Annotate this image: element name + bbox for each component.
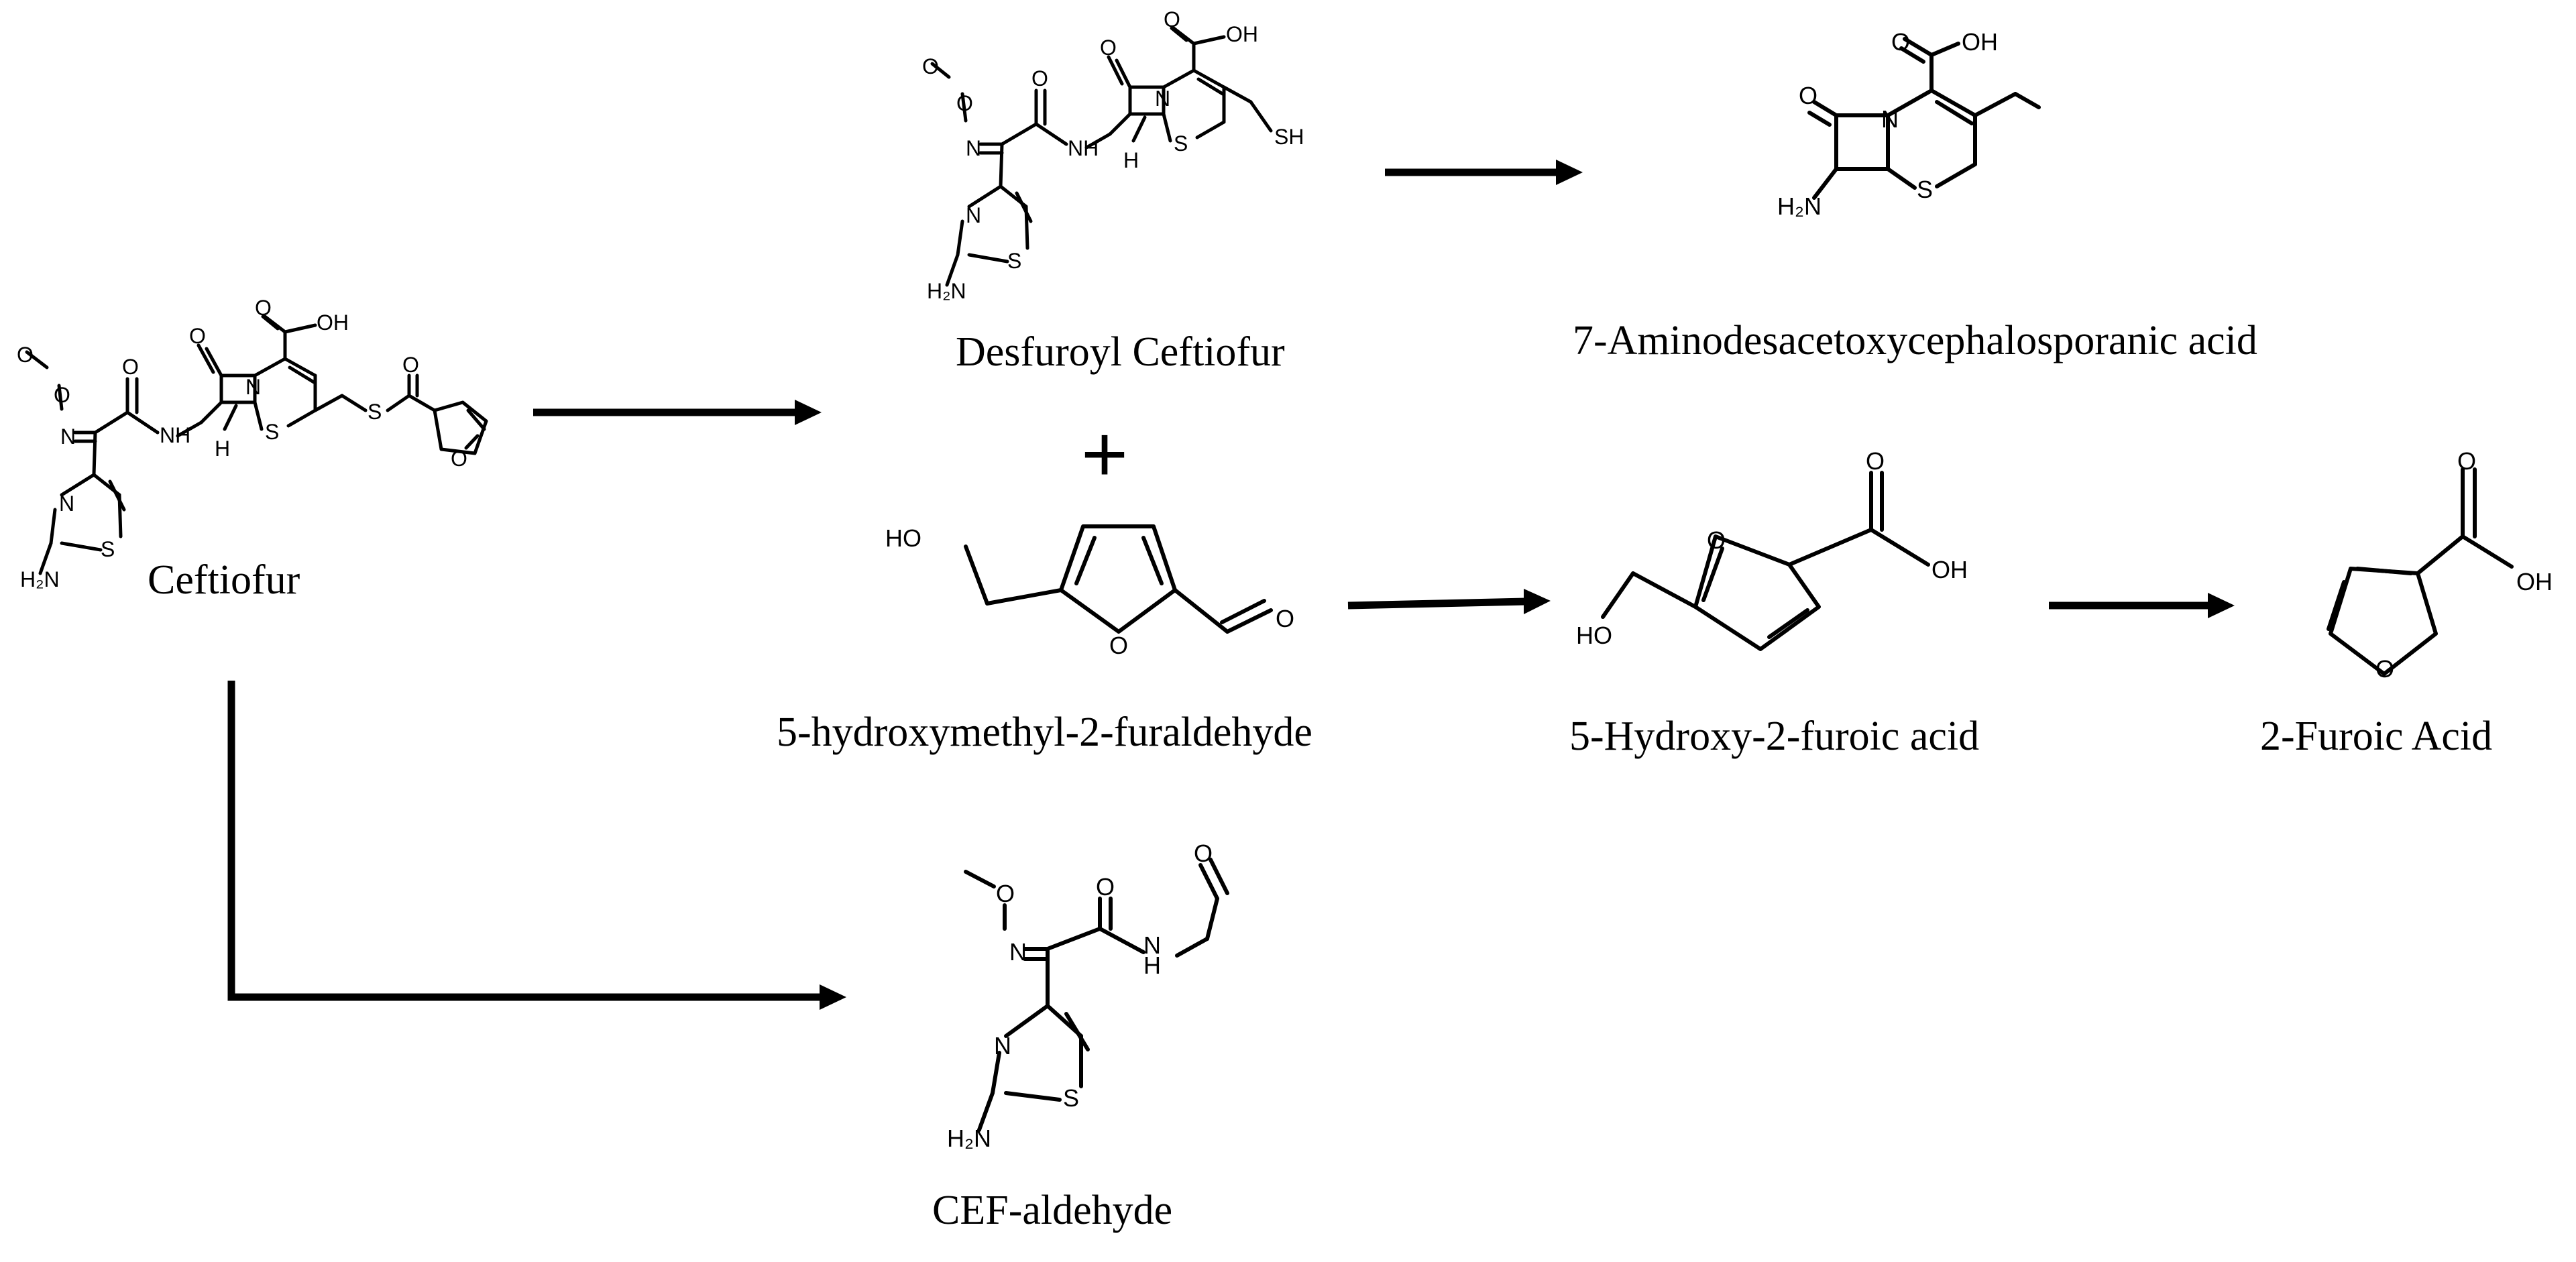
atom-label: N	[1009, 938, 1027, 966]
atom-label: NH	[1068, 136, 1099, 160]
structure-5-hydroxy-2-furoic-acid: O HO O OH 5-Hydroxy-2-furoic acid	[1569, 447, 1979, 759]
atom-label: O	[1031, 66, 1048, 91]
atom-label: O	[402, 353, 419, 377]
atom-label: OH	[1962, 28, 1998, 56]
structure-ceftiofur: O O N O NH N S H₂N O N H S O OH S O O Ce…	[17, 296, 488, 603]
arrow-hmf-to-hfa	[1347, 589, 1551, 614]
structure-5-hmf: HO O O 5-hydroxymethyl-2-furaldehyde	[777, 524, 1312, 755]
atom-label: O	[956, 91, 973, 115]
atom-label: N	[59, 492, 74, 516]
atom-label: HO	[1576, 622, 1612, 649]
compound-name-5-hydroxy-2-furoic-acid: 5-Hydroxy-2-furoic acid	[1569, 713, 1979, 759]
compound-name-5-hmf: 5-hydroxymethyl-2-furaldehyde	[777, 709, 1312, 755]
atom-label: N	[1155, 87, 1170, 111]
atom-label: H₂N	[20, 567, 60, 591]
atom-label: O	[1164, 7, 1180, 32]
arrow-desfuroyl-to-adca	[1385, 160, 1583, 185]
atom-label: H	[1123, 148, 1139, 172]
atom-label: HO	[885, 524, 921, 552]
compound-name-cef-aldehyde: CEF-aldehyde	[932, 1188, 1172, 1233]
atom-label: O	[1194, 840, 1213, 867]
atom-label: NH	[160, 423, 190, 447]
structure-7-adca: O N S O OH H₂N 7-Aminodesacetoxycephalos…	[1573, 28, 2257, 363]
arrow-ceftiofur-to-desfuroyl	[533, 400, 822, 425]
atom-label: H	[215, 437, 230, 461]
atom-label: OH	[1931, 556, 1968, 583]
atom-label: H₂N	[947, 1125, 991, 1152]
atom-label: OH	[1226, 22, 1258, 46]
compound-name-desfuroyl-ceftiofur: Desfuroyl Ceftiofur	[956, 329, 1285, 375]
plus-sign: +	[1081, 409, 1128, 499]
atom-label: S	[1007, 249, 1021, 273]
atom-label: O	[922, 54, 939, 78]
atom-label: O	[2457, 447, 2476, 475]
atom-label: N	[994, 1032, 1011, 1059]
atom-label: S	[265, 420, 279, 444]
compound-name-7-adca: 7-Aminodesacetoxycephalosporanic acid	[1573, 318, 2257, 363]
atom-label: O	[1109, 632, 1128, 659]
atom-label: N	[60, 424, 76, 449]
atom-label: N	[1881, 105, 1899, 133]
atom-label: O	[54, 383, 70, 407]
atom-label: O	[1799, 82, 1817, 109]
structure-cef-aldehyde: O N O H N O N S H₂N CEF-aldehyde	[932, 840, 1229, 1233]
atom-label: O	[1707, 526, 1726, 554]
atom-label: N	[966, 203, 981, 227]
atom-label: H	[1143, 952, 1161, 979]
arrow-hfa-to-furoic	[2049, 593, 2235, 618]
atom-label: O	[451, 447, 467, 471]
atom-label: N	[1143, 931, 1161, 959]
atom-label: O	[1891, 28, 1910, 56]
atom-label: N	[966, 136, 981, 160]
atom-label: O	[255, 296, 272, 320]
atom-label: O	[2375, 655, 2394, 683]
atom-label: O	[1100, 36, 1117, 60]
atom-label: H₂N	[1777, 192, 1822, 220]
atom-label: O	[1096, 873, 1115, 901]
atom-label: O	[189, 324, 206, 348]
compound-name-2-furoic-acid: 2-Furoic Acid	[2260, 713, 2492, 759]
atom-label: OH	[2516, 568, 2553, 595]
atom-label: OH	[317, 310, 349, 335]
atom-label: S	[368, 400, 382, 424]
atom-label: S	[1174, 131, 1188, 156]
structure-2-furoic-acid: O O OH 2-Furoic Acid	[2260, 447, 2553, 759]
compound-name-ceftiofur: Ceftiofur	[148, 557, 300, 603]
atom-label: O	[1276, 605, 1294, 632]
atom-label: O	[996, 880, 1015, 907]
atom-label: S	[1917, 176, 1933, 203]
atom-label: S	[101, 537, 115, 561]
atom-label: O	[1866, 447, 1885, 475]
atom-label: SH	[1274, 125, 1304, 149]
atom-label: H₂N	[927, 279, 966, 303]
arrow-ceftiofur-to-cef-aldehyde	[227, 681, 846, 1010]
atom-label: O	[17, 343, 34, 367]
atom-label: N	[245, 375, 261, 399]
atom-label: S	[1063, 1084, 1079, 1112]
atom-label: O	[122, 355, 139, 379]
structure-desfuroyl-ceftiofur: O O N O NH N S H₂N O N H S O OH SH Desfu…	[922, 7, 1304, 375]
